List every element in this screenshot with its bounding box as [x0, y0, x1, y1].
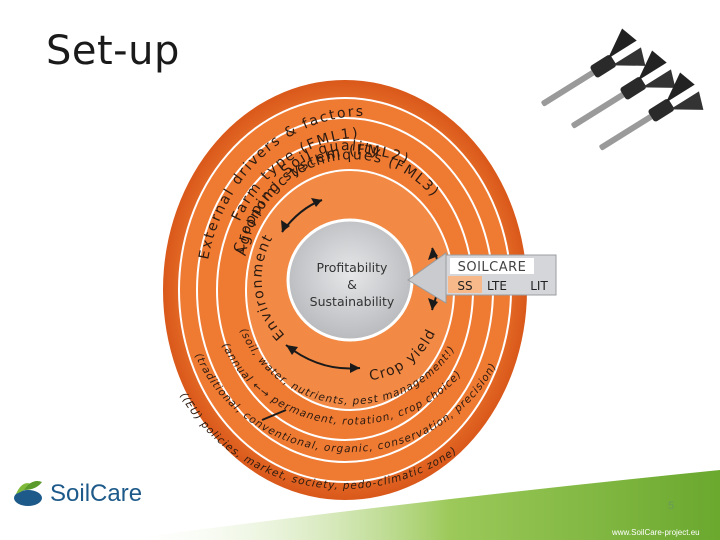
center-label-ampersand: & [347, 277, 357, 292]
page-number: 5 [668, 500, 675, 512]
arrow-annual-permanent [261, 409, 287, 421]
darts-illustration [541, 28, 704, 151]
center-label-sustainability: Sustainability [310, 294, 395, 309]
logo-text: SoilCare [50, 480, 143, 507]
soilcare-box: SOILCARE SS LTE LIT [407, 252, 557, 304]
soilcare-logo: SoilCare [10, 476, 150, 512]
soilcare-box-title: SOILCARE [458, 260, 527, 275]
slide-title: Set-up [46, 28, 180, 74]
center-label-profitability: Profitability [317, 260, 389, 275]
footer-url[interactable]: www.SoilCare-project.eu [612, 528, 700, 537]
soilcare-item-lit: LIT [530, 279, 548, 293]
soilcare-leaf-icon [14, 481, 42, 506]
soilcare-item-ss: SS [457, 279, 472, 293]
soilcare-item-lte: LTE [487, 279, 507, 293]
footer-bar [120, 470, 720, 540]
arrows [261, 198, 440, 421]
